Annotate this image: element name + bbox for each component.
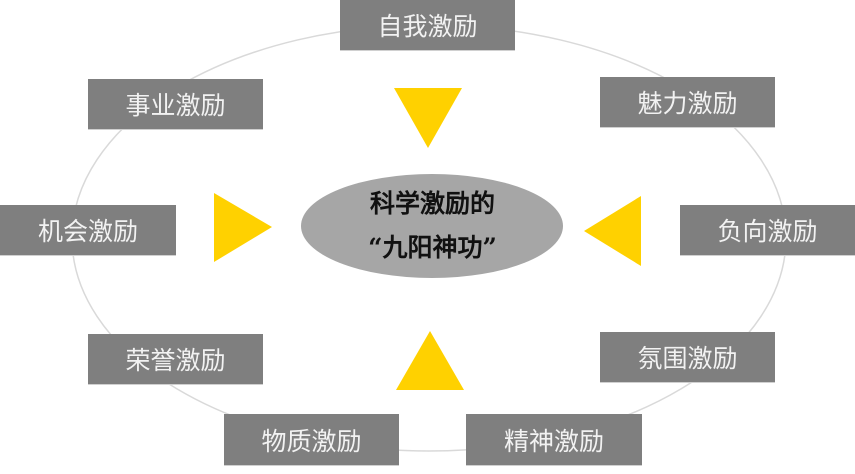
node-career-motivation: 事业激励	[88, 79, 263, 130]
arrow-top-down-icon	[394, 88, 462, 148]
arrow-left-right-icon	[214, 193, 272, 262]
node-atmosphere-motivation: 氛围激励	[600, 332, 775, 383]
node-self-motivation: 自我激励	[340, 0, 515, 51]
center-title-line1: 科学激励的	[369, 189, 495, 218]
arrow-bottom-up-icon	[396, 331, 464, 390]
center-title-line2: “九阳神功”	[368, 233, 497, 262]
node-opportunity-motivation: 机会激励	[0, 205, 176, 256]
center-ellipse	[301, 174, 563, 278]
node-charisma-motivation: 魅力激励	[600, 77, 775, 128]
center-title: 科学激励的 “九阳神功”	[302, 174, 563, 278]
node-honor-motivation: 荣誉激励	[88, 334, 263, 385]
node-material-motivation: 物质激励	[224, 414, 399, 466]
arrow-right-left-icon	[584, 196, 641, 266]
node-negative-motivation: 负向激励	[680, 205, 855, 256]
node-spiritual-motivation: 精神激励	[466, 414, 642, 466]
